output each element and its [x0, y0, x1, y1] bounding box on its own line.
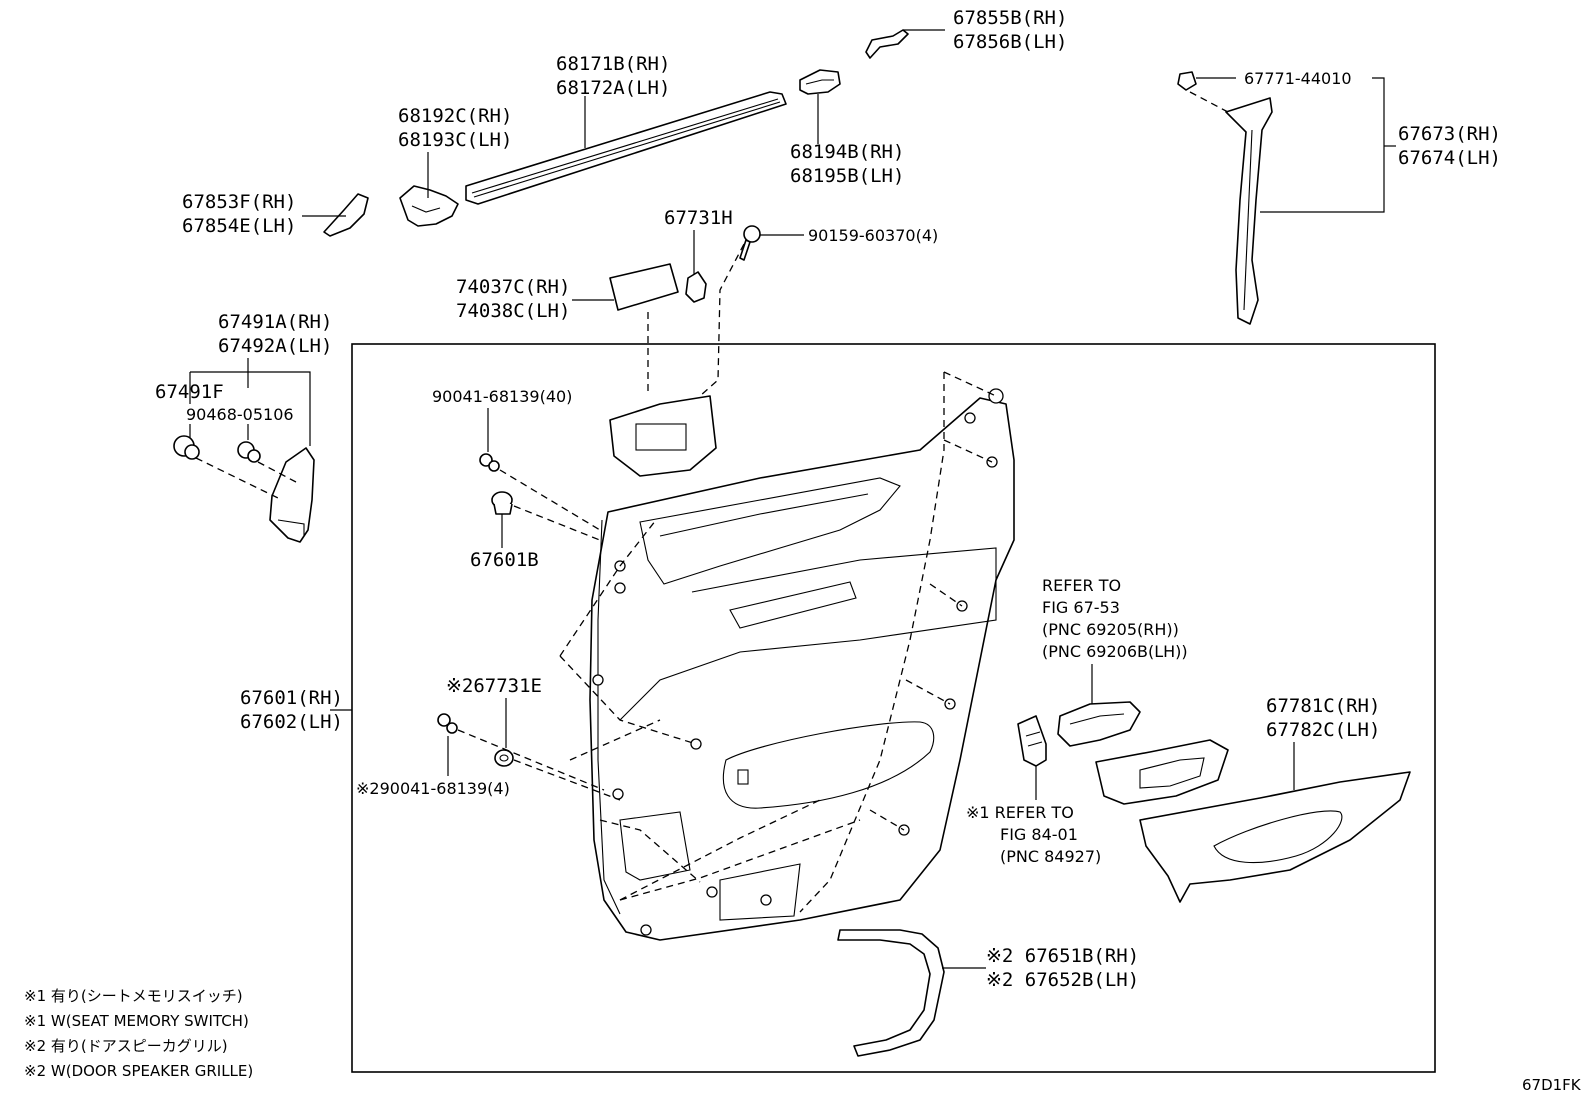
label-68172a: 68172A(LH)	[556, 77, 670, 99]
screw-90041-part	[479, 453, 500, 472]
label-67731h: 67731H	[664, 207, 733, 229]
clip-67731h-part	[685, 230, 707, 303]
belt-moulding-68171b-part	[465, 91, 787, 205]
label-68171b: 68171B(RH)	[556, 53, 670, 75]
label-67492a: 67492A(LH)	[218, 335, 332, 357]
clip-67731e-part	[494, 749, 514, 767]
label-67673: 67673(RH)	[1398, 123, 1501, 145]
label-refer-8401-line2: FIG 84-01	[1000, 825, 1078, 844]
label-67853f: 67853F(RH)	[182, 191, 296, 213]
seat-memory-switch-part	[1017, 715, 1047, 800]
label-refer-8401-line1: ※1 REFER TO	[966, 803, 1074, 822]
cover-67853f-part	[302, 193, 369, 237]
clip-67771-part	[1177, 71, 1236, 113]
label-74038c: 74038C(LH)	[456, 300, 570, 322]
door-trim-panel-67601-part	[589, 388, 1015, 941]
assembly-frame	[351, 343, 1436, 1073]
switch-base-part	[1057, 701, 1141, 747]
label-refer-6753-line3: (PNC 69205(RH))	[1042, 620, 1179, 639]
label-67674: 67674(LH)	[1398, 147, 1501, 169]
label-90468: 90468-05106	[186, 405, 294, 424]
label-74037c: 74037C(RH)	[456, 276, 570, 298]
screw-90159-part	[739, 225, 804, 261]
figure-code: 67D1FK	[1522, 1076, 1582, 1094]
label-refer-6753-line2: FIG 67-53	[1042, 598, 1120, 617]
label-67491f: 67491F	[155, 381, 224, 403]
label-refer-6753-line4: (PNC 69206B(LH))	[1042, 642, 1188, 661]
note-1-jp: ※1 有り(シートメモリスイッチ)	[24, 987, 243, 1005]
label-67651b: ※2 67651B(RH)	[986, 945, 1139, 967]
label-refer-6753-line1: REFER TO	[1042, 576, 1121, 595]
label-67601: 67601(RH)	[240, 687, 343, 709]
label-67652b: ※2 67652B(LH)	[986, 969, 1139, 991]
inner-handle-bezel-part	[1095, 739, 1229, 805]
label-90159: 90159-60370(4)	[808, 226, 938, 245]
end-cap-68192c-part	[399, 152, 459, 227]
label-68194b: 68194B(RH)	[790, 141, 904, 163]
note-2-en: ※2 W(DOOR SPEAKER GRILLE)	[24, 1062, 253, 1080]
label-67602: 67602(LH)	[240, 711, 343, 733]
label-67601b: 67601B	[470, 549, 539, 571]
clip-90468-part	[237, 441, 261, 463]
label-67854e: 67854E(LH)	[182, 215, 296, 237]
clip-68194b-part	[799, 69, 841, 144]
label-67491a: 67491A(RH)	[218, 311, 332, 333]
label-67731e: ※267731E	[446, 675, 542, 697]
label-refer-8401-line3: (PNC 84927)	[1000, 847, 1101, 866]
label-68195b: 68195B(LH)	[790, 165, 904, 187]
pillar-garnish-67673-part	[1225, 97, 1273, 325]
clip-67601b-part	[491, 491, 513, 548]
screw-90041-4-part	[437, 713, 458, 734]
note-2-jp: ※2 有り(ドアスピーカグリル)	[24, 1037, 228, 1055]
armrest-panel-67781c-part	[1139, 771, 1411, 903]
label-90041-4: ※290041-68139(4)	[356, 779, 510, 798]
pad-74037c-part	[572, 263, 679, 311]
label-67782c: 67782C(LH)	[1266, 719, 1380, 741]
bracket-67491a-part	[269, 447, 315, 543]
label-67856b: 67856B(LH)	[953, 31, 1067, 53]
bracket-67855b-part	[865, 29, 945, 59]
label-67771: 67771-44010	[1244, 69, 1352, 88]
clip-67491f-part	[173, 435, 200, 460]
label-90041-40: 90041-68139(40)	[432, 387, 572, 406]
label-68192c: 68192C(RH)	[398, 105, 512, 127]
label-67855b: 67855B(RH)	[953, 7, 1067, 29]
label-68193c: 68193C(LH)	[398, 129, 512, 151]
note-1-en: ※1 W(SEAT MEMORY SWITCH)	[24, 1012, 249, 1030]
label-67781c: 67781C(RH)	[1266, 695, 1380, 717]
grille-trim-67651b-part	[837, 929, 986, 1057]
